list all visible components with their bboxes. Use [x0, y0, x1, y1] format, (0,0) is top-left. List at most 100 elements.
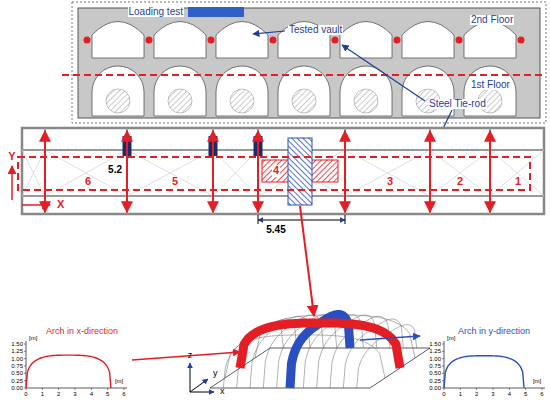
arch-profile [444, 356, 524, 388]
chart-axes [26, 341, 127, 388]
tie-rod [257, 131, 259, 212]
tick-label: 2 [56, 391, 61, 397]
section-cut-line [18, 157, 530, 190]
callout-number: 6 [84, 176, 92, 188]
vaulted-room [402, 22, 454, 59]
vault-hatch [230, 89, 254, 113]
dimension: 5.2 [107, 165, 123, 176]
plan-rooms [22, 128, 544, 214]
axis-arrow [190, 379, 208, 392]
tick [107, 388, 108, 390]
axis-arrow [190, 363, 191, 392]
vault-hatch [292, 89, 316, 113]
tie-rod [344, 131, 346, 212]
floor-label: 2nd Floor [470, 15, 514, 26]
vaulted-room [464, 22, 516, 59]
axis-arrow [22, 204, 50, 206]
tick-label: 1.25 [428, 348, 442, 354]
chart-title: Arch in y-direction [457, 327, 531, 336]
tick [442, 358, 444, 359]
tie-rod-anchor [84, 37, 91, 44]
tick [24, 358, 26, 359]
tick [493, 388, 494, 390]
axis-arrow [11, 166, 13, 200]
axis-label: z [187, 351, 194, 360]
tick-label: 4 [507, 391, 512, 397]
arch-band-x [240, 323, 400, 368]
axis-unit: [m] [446, 335, 456, 341]
axis-unit: [m] [28, 335, 38, 341]
tick [24, 373, 26, 374]
tick-label: 1.00 [10, 356, 24, 362]
section-frame [72, 2, 546, 123]
arch-profiles [24, 341, 545, 390]
tick [542, 388, 543, 390]
tick-label: 0.75 [428, 363, 442, 369]
chart-axes [444, 341, 545, 388]
tick [525, 388, 526, 390]
plan-outline [22, 128, 544, 214]
annotation: Steel Tie-rod [428, 99, 487, 110]
pointer-arrow [300, 206, 314, 316]
tick-label: 3 [72, 391, 77, 397]
vaulted-room [340, 22, 392, 59]
axis-label: Y [7, 151, 16, 163]
tick-label: 1.00 [428, 356, 442, 362]
axis-label: x [219, 387, 226, 396]
tick-label: 1.50 [428, 341, 442, 347]
tie-rods [45, 131, 490, 212]
vaulted-room [216, 22, 268, 59]
tick-label: 0.50 [10, 370, 24, 376]
tie-rod [126, 131, 128, 212]
leader-line [342, 45, 425, 101]
axis-label: X [56, 199, 65, 211]
tick-label: 6 [121, 391, 126, 397]
tie-rod [212, 131, 214, 212]
tick [24, 344, 26, 345]
vault-hatch [168, 89, 192, 113]
callout-number: 1 [514, 176, 522, 188]
dimension: 5.45 [265, 225, 286, 236]
tick [442, 351, 444, 352]
tick [460, 388, 461, 390]
axis-unit: [m] [114, 378, 124, 384]
leader-line [253, 31, 285, 34]
tick [442, 366, 444, 367]
vaulted-room [92, 22, 144, 59]
vault-hatch [106, 89, 130, 113]
tick-label: 1 [458, 391, 463, 397]
pointer-arrow [132, 352, 240, 360]
tie-rod-anchor [456, 37, 463, 44]
arch-profile [26, 355, 111, 388]
vaulted-room [92, 66, 144, 116]
vault-hatch [354, 89, 378, 113]
annotation: Tested vault [288, 25, 343, 36]
callout-number: 4 [272, 165, 280, 177]
tie-rod-anchor [270, 37, 277, 44]
tick-label: 6 [539, 391, 544, 397]
tick [24, 380, 26, 381]
section-rooms [84, 22, 525, 117]
tick-label: 1.25 [10, 348, 24, 354]
tick-label: 0.25 [428, 378, 442, 384]
plan-wall [22, 149, 544, 151]
tick [24, 366, 26, 367]
plan-wall [22, 195, 544, 197]
axis-label: y [212, 369, 219, 378]
tick-label: 0 [441, 391, 446, 397]
plan-wall [126, 128, 128, 214]
tick [442, 344, 444, 345]
vaulted-room [278, 66, 330, 116]
dimension-tick [345, 215, 346, 224]
annotation: Loading test [128, 7, 185, 18]
callout-number: 2 [456, 176, 464, 188]
floor-plan [12, 128, 544, 316]
floor-label: 1st Floor [470, 80, 511, 91]
tick [24, 351, 26, 352]
loading-area [188, 7, 244, 17]
callout-number: 5 [171, 176, 179, 188]
tie-rod-anchor [208, 37, 215, 44]
tick-label: 3 [490, 391, 495, 397]
